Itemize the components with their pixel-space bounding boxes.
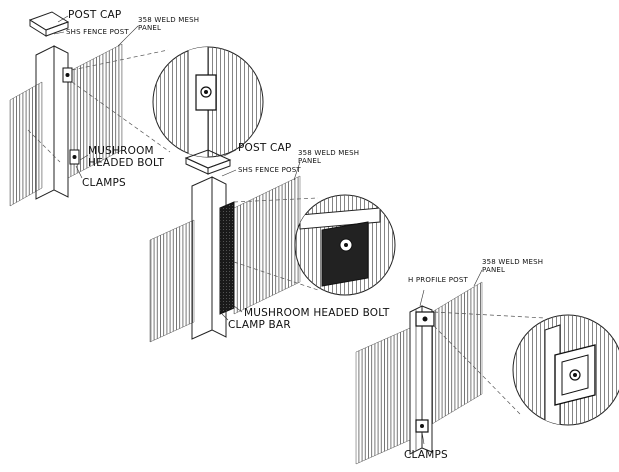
label-bolt-2: MUSHROOM HEADED BOLT (233, 305, 390, 319)
label-post-2: SHS FENCE POST (221, 166, 301, 177)
label-post-3: H PROFILE POST (408, 276, 468, 307)
label-clamp-bar-2: CLAMP BAR (221, 313, 291, 331)
svg-text:MUSHROOM: MUSHROOM (88, 145, 154, 157)
mesh-panel (431, 281, 483, 425)
assembly-top-left: POST CAP SHS FENCE POST 358 WELD MESH PA… (9, 9, 264, 207)
svg-text:CLAMPS: CLAMPS (404, 449, 448, 461)
clamp-bolt (422, 316, 428, 322)
svg-text:PANEL: PANEL (298, 157, 321, 165)
zoom-detail-3 (512, 314, 619, 426)
clamp-bolt (72, 155, 77, 159)
label-panel-1: 358 WELD MESH PANEL (117, 16, 199, 47)
svg-text:MUSHROOM HEADED BOLT: MUSHROOM HEADED BOLT (244, 307, 390, 319)
post-cap (184, 149, 232, 175)
mesh-panel (9, 81, 43, 207)
clamp-bar (219, 201, 235, 315)
svg-text:SHS FENCE POST: SHS FENCE POST (66, 28, 129, 36)
mesh-panel (355, 327, 411, 465)
assembly-bottom-right: H PROFILE POST 358 WELD MESH PANEL CLAMP… (355, 258, 619, 465)
shs-fence-post (35, 45, 69, 200)
svg-text:358 WELD MESH: 358 WELD MESH (138, 16, 199, 24)
clamp-bolt (65, 73, 70, 77)
mesh-panel (149, 219, 195, 343)
svg-text:358 WELD MESH: 358 WELD MESH (298, 149, 359, 157)
label-bolt-1: MUSHROOM HEADED BOLT (79, 145, 165, 169)
svg-text:358 WELD MESH: 358 WELD MESH (482, 258, 543, 266)
label-clamps-3: CLAMPS (404, 431, 448, 461)
zoom-detail-2 (294, 194, 396, 296)
svg-text:H PROFILE POST: H PROFILE POST (408, 276, 468, 284)
post-cap (28, 11, 70, 37)
svg-text:SHS FENCE POST: SHS FENCE POST (238, 166, 301, 174)
svg-text:POST CAP: POST CAP (238, 142, 291, 154)
clamp-bolt (420, 424, 424, 428)
label-post-cap-1: POST CAP (57, 9, 121, 23)
label-panel-3: 358 WELD MESH PANEL (473, 258, 543, 287)
svg-text:CLAMP BAR: CLAMP BAR (228, 319, 291, 331)
shs-fence-post (191, 176, 227, 340)
svg-text:HEADED BOLT: HEADED BOLT (88, 157, 165, 169)
label-post-1: SHS FENCE POST (53, 28, 129, 36)
mesh-panel (233, 175, 301, 315)
svg-text:POST CAP: POST CAP (68, 9, 121, 21)
svg-text:PANEL: PANEL (138, 24, 161, 32)
label-post-cap-2: POST CAP (223, 142, 291, 157)
svg-text:CLAMPS: CLAMPS (82, 177, 126, 189)
zoom-detail-1 (152, 46, 264, 158)
label-clamps-1: CLAMPS (75, 165, 126, 189)
assembly-middle: POST CAP SHS FENCE POST 358 WELD MESH PA… (149, 142, 396, 343)
svg-text:PANEL: PANEL (482, 266, 505, 274)
label-panel-2: 358 WELD MESH PANEL (293, 149, 359, 181)
